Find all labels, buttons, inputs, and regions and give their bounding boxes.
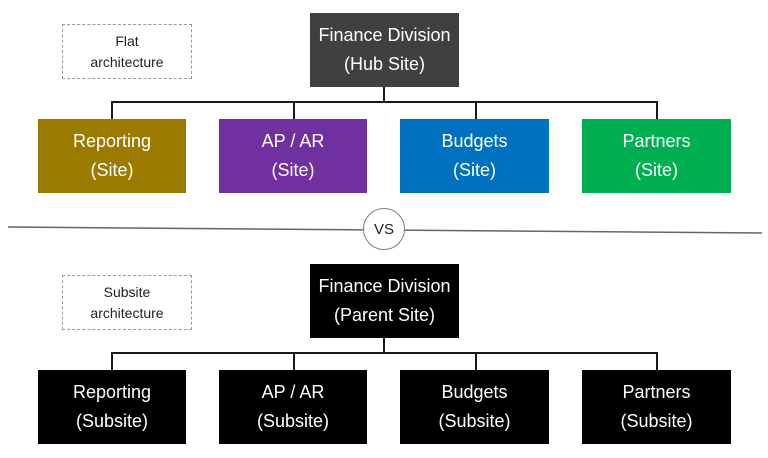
note-line-2: architecture [90, 304, 164, 321]
node-title: Reporting [72, 382, 152, 402]
note-line-2: architecture [90, 53, 164, 70]
parent-stem [383, 338, 385, 353]
vs-badge: VS [363, 208, 405, 250]
note-line-1: Flat [115, 32, 139, 49]
flat-architecture-note: Flat architecture [62, 24, 192, 79]
node-title: Finance Division [318, 25, 451, 45]
node-title: Partners [622, 382, 691, 402]
parent-drop-2 [293, 352, 295, 370]
hub-drop-1 [111, 101, 113, 119]
hub-site-node: Finance Division (Hub Site) [310, 13, 459, 87]
node-type: (Subsite) [75, 411, 149, 431]
node-type: (Site) [452, 160, 496, 180]
hub-drop-3 [475, 101, 477, 119]
hub-drop-2 [293, 101, 295, 119]
site-node-budgets: Budgets (Site) [400, 119, 549, 193]
node-type: (Subsite) [438, 411, 511, 431]
node-type: (Subsite) [256, 411, 330, 431]
node-title: AP / AR [261, 131, 325, 151]
node-title: Budgets [441, 131, 508, 151]
node-type: (Site) [271, 160, 315, 180]
subsite-node-ap-ar: AP / AR (Subsite) [219, 370, 367, 444]
hub-bus [111, 101, 657, 103]
vs-label: VS [373, 220, 394, 238]
node-title: Finance Division [318, 276, 451, 296]
subsite-node-partners: Partners (Subsite) [582, 370, 731, 444]
parent-drop-3 [475, 352, 477, 370]
node-type: (Parent Site) [333, 305, 436, 325]
parent-drop-1 [111, 352, 113, 370]
subsite-architecture-note: Subsite architecture [62, 275, 192, 330]
node-title: Budgets [441, 382, 508, 402]
node-type: (Subsite) [620, 411, 693, 431]
node-type: (Hub Site) [343, 54, 426, 74]
node-type: (Site) [634, 160, 678, 180]
node-type: (Site) [90, 160, 134, 180]
parent-bus [111, 352, 657, 354]
node-title: AP / AR [261, 382, 325, 402]
node-title: Reporting [72, 131, 152, 151]
note-line-1: Subsite [103, 283, 151, 300]
site-node-reporting: Reporting (Site) [38, 119, 186, 193]
parent-site-node: Finance Division (Parent Site) [310, 264, 459, 338]
node-title: Partners [622, 131, 691, 151]
site-node-partners: Partners (Site) [582, 119, 731, 193]
hub-stem [383, 87, 385, 102]
subsite-node-reporting: Reporting (Subsite) [38, 370, 186, 444]
parent-drop-4 [656, 352, 658, 370]
hub-drop-4 [656, 101, 658, 119]
site-node-ap-ar: AP / AR (Site) [219, 119, 367, 193]
subsite-node-budgets: Budgets (Subsite) [400, 370, 549, 444]
